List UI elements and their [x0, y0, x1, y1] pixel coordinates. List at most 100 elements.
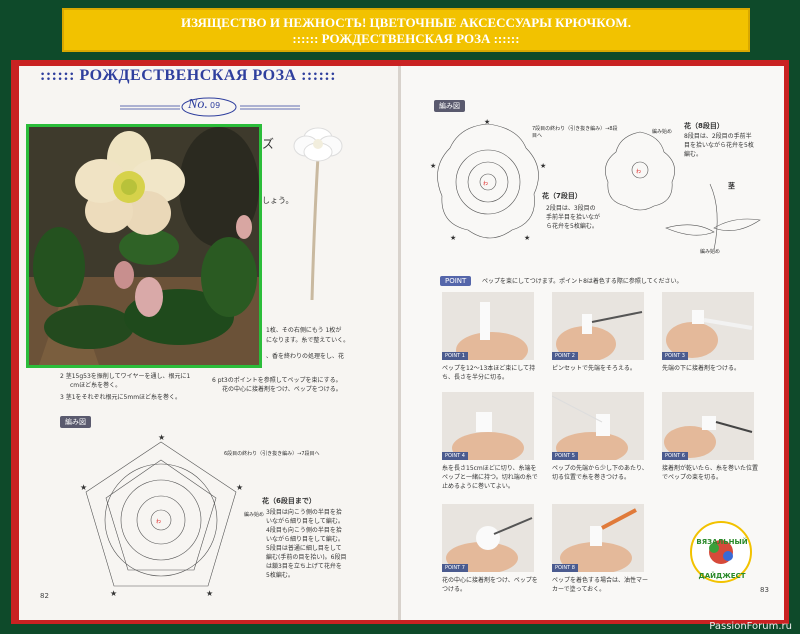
flower7-desc-line: ら花弁を5枚編む。 [546, 223, 598, 230]
book-spine [398, 66, 401, 620]
instruction-line: 、香を終わりの処理をし、花 [266, 353, 345, 360]
point-caption: ペップを12〜13本ほど束にして持ち、長さを半分に切る。 [442, 365, 536, 381]
petal-desc-line: 3段目は向こう側の半目を拾 [266, 509, 342, 516]
digest-logo [690, 521, 752, 583]
crochet-rose-photo [293, 127, 343, 301]
hand-icon [456, 302, 528, 360]
instruction-line: cmほど糸を巻く。 [70, 382, 122, 389]
page-number-left: 82 [40, 592, 49, 600]
svg-text:★: ★ [110, 589, 117, 598]
petal-desc-line: いながら細り目をして編む。 [266, 536, 344, 543]
start-note: 編み始め [244, 512, 265, 518]
petal-desc-line: は鎖3目を立ち上げて花弁を [266, 563, 342, 570]
diagram-note: 6段目の終わり（引き抜き編み）→7段目へ [224, 451, 320, 457]
point-caption: ペップの先端から少し下のあたり、切る位置で糸を巻きつける。 [552, 465, 648, 481]
point-caption: 花の中心に接着剤をつけ、ペップをつける。 [442, 577, 538, 593]
point-photo: POINT 4 [442, 392, 534, 460]
instruction-line: 3 茎1をそれぞれ根元に5mmほど糸を巻く。 [60, 394, 182, 401]
flower7-desc-line: 手前半目を拾いなが [546, 214, 601, 221]
point-caption: ペップを着色する場合は、油性マーカーで塗っておく。 [552, 577, 649, 593]
instruction-line: 花の中心に接着剤をつけ、ペップをつける。 [222, 386, 342, 393]
point-label: POINT 6 [662, 452, 688, 460]
instruction-line: 6 pt3のポイントを参照してペップを束にする。 [212, 377, 342, 384]
start-note-2: 編み始め [700, 249, 721, 255]
svg-text:★: ★ [80, 483, 87, 492]
flower8-desc-line: 目を拾いながら花弁を5枚 [684, 142, 754, 149]
svg-text:わ: わ [156, 518, 161, 525]
title-rule [120, 105, 300, 110]
svg-text:★: ★ [158, 433, 165, 442]
banner-title: ИЗЯЩЕСТВО И НЕЖНОСТЬ! ЦВЕТОЧНЫЕ АКСЕССУА… [181, 15, 631, 30]
point-photo: POINT 6 [662, 392, 754, 460]
point-label: POINT 4 [442, 452, 468, 460]
page-number-right: 83 [760, 586, 769, 594]
svg-text:★: ★ [540, 162, 546, 170]
point-tag: POINT [440, 276, 472, 286]
hellebore-photo [26, 124, 262, 368]
crochet-chart-7: わ ★ ★ ★ ★ ★ [430, 118, 546, 242]
point-photo: POINT 8 [552, 504, 644, 572]
svg-text:★: ★ [206, 589, 213, 598]
flower7-desc-line: 2段目は、3段目の [546, 205, 596, 212]
intro-fragment: しょう。 [262, 196, 294, 205]
hand-icon [452, 412, 524, 460]
flower8-desc-line: 8段目は、2段目の手前半 [684, 133, 752, 140]
svg-text:★: ★ [430, 162, 436, 170]
point-caption: 先端の下に接着剤をつける。 [662, 365, 741, 372]
point-label: POINT 3 [662, 352, 688, 360]
flower-illustration [29, 127, 259, 365]
hand-icon [664, 416, 753, 458]
svg-text:★: ★ [524, 234, 530, 242]
svg-text:わ: わ [483, 180, 488, 187]
instruction-line: になります。糸で整えていく。 [266, 337, 350, 344]
hand-icon [560, 508, 637, 572]
crochet-chart-8: わ [605, 131, 675, 211]
stem-title: 茎 [728, 182, 735, 190]
point-intro: ペップを束にしてつけます。ポイント8は着色する際に参照してください。 [482, 278, 683, 285]
point-label: POINT 2 [552, 352, 578, 360]
number-badge [181, 97, 237, 117]
top-banner: ИЗЯЩЕСТВО И НЕЖНОСТЬ! ЦВЕТОЧНЫЕ АКСЕССУА… [62, 8, 750, 52]
point-photo: POINT 1 [442, 292, 534, 360]
svg-text:★: ★ [236, 483, 243, 492]
instruction-line: 1枚、その右側にもう 1枚が [266, 327, 342, 334]
petal-desc-line: いながら細り目をして編む。 [266, 518, 344, 525]
point-photo: POINT 5 [552, 392, 644, 460]
crochet-chart-6: わ ★ ★ ★ ★ ★ [80, 433, 243, 598]
number-value: 09 [210, 101, 221, 110]
note-top: 7段目の終わり（引き抜き編み）→8段目へ [532, 126, 618, 139]
point-photo: POINT 3 [662, 292, 754, 360]
petal-desc-line: 4段目も向こう側の半目を拾 [266, 527, 342, 534]
flower8-title: 花（8段目） [684, 122, 724, 130]
stem-chart [665, 183, 761, 251]
point-caption: 接着剤が乾いたら、糸を巻いた位置でペップの束を切る。 [662, 465, 759, 481]
hand-icon [556, 311, 643, 360]
point-label: POINT 1 [442, 352, 468, 360]
digest-logo-text: ВЯЗАЛЬНЫЙ ДАЙДЖЕСТ [696, 538, 748, 580]
page-title: :::::: РОЖДЕСТВЕНСКАЯ РОЗА :::::: [40, 67, 337, 84]
diagram-tag-right: 編み図 [434, 100, 465, 112]
point-caption: ピンセットで先端をそろえる。 [552, 365, 636, 372]
point-label: POINT 7 [442, 564, 468, 572]
petal-desc-line: 編む(手前の目を拾い)。6段目 [266, 554, 347, 561]
point-label: POINT 5 [552, 452, 578, 460]
instruction-line: 2 茎15g53を振削してワイヤーを通し、根元に1 [60, 373, 191, 380]
point-caption: 糸を長さ15cmほどに切り、糸端をペップと一緒に持つ。切れ端の糸で止めるように巻… [442, 465, 538, 490]
svg-text:わ: わ [636, 168, 641, 175]
point-photo: POINT 7 [442, 504, 534, 572]
point-photo: POINT 2 [552, 292, 644, 360]
petal-desc-line: 5段目は普通に細し目をして [266, 545, 342, 552]
banner-subtitle: :::::: РОЖДЕСТВЕНСКАЯ РОЗА :::::: [292, 31, 520, 46]
start-note-right: 編み始め [652, 129, 673, 135]
diagram-tag: 編み図 [60, 416, 91, 428]
title-fragment: ズ [262, 137, 275, 151]
point-label: POINT 8 [552, 564, 578, 572]
flower7-title: 花（7段目） [542, 192, 582, 200]
hand-icon [552, 395, 628, 460]
svg-text:★: ★ [450, 234, 456, 242]
number-label: No. [188, 97, 208, 112]
svg-text:★: ★ [484, 118, 490, 126]
petal-title: 花（6段目まで） [262, 497, 316, 505]
flower8-desc-line: 編む。 [684, 151, 703, 158]
petal-desc-line: 5枚編む。 [266, 572, 294, 579]
